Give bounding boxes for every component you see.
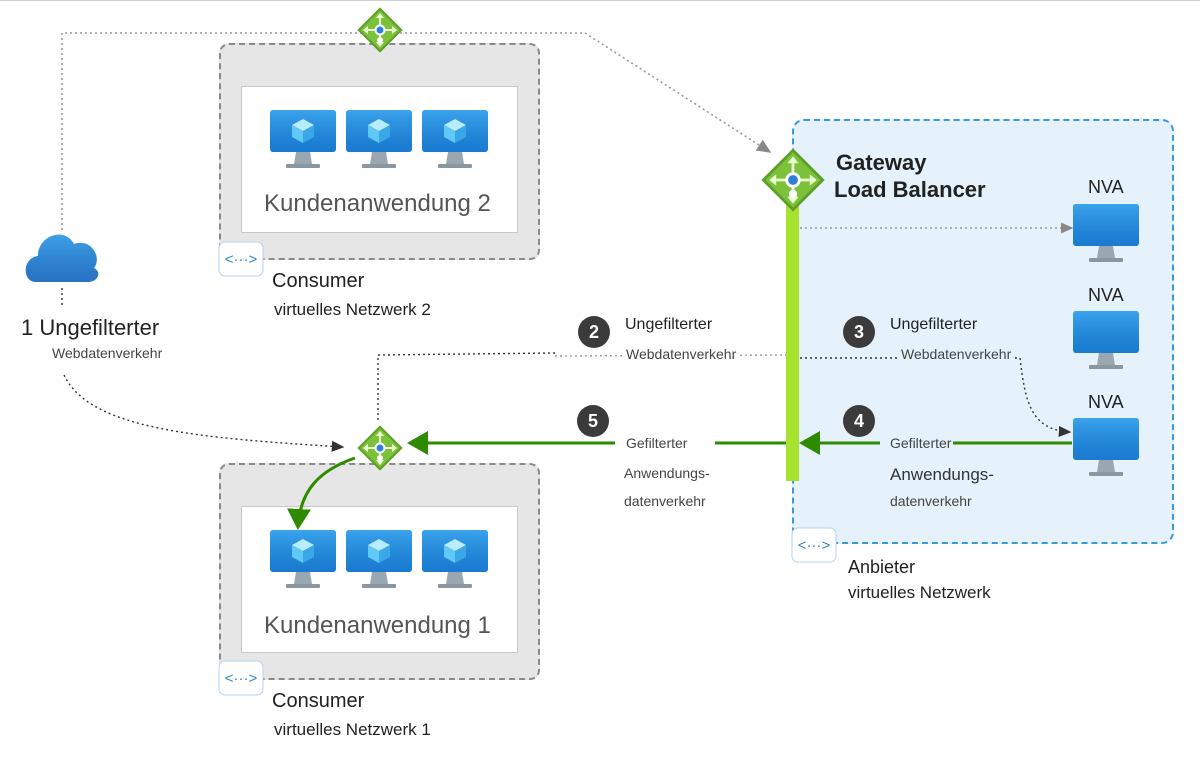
vnet-icon-provider: <···> xyxy=(791,527,837,563)
step3-sub: Webdatenverkehr xyxy=(898,346,1015,362)
nva-label-3: NVA xyxy=(1088,392,1124,412)
consumer2-vm-icons xyxy=(270,110,488,168)
gateway-load-balancer-icon xyxy=(759,146,827,214)
step2-badge: 2 xyxy=(578,316,610,348)
consumer2-title: Consumer xyxy=(272,270,365,292)
cloud-icon xyxy=(25,234,99,282)
consumer1-title: Consumer xyxy=(272,690,365,712)
step5-badge: 5 xyxy=(577,405,609,437)
step5-label: Gefilterter xyxy=(624,435,690,451)
step4-badge: 4 xyxy=(843,405,875,437)
step4-sub2: datenverkehr xyxy=(890,493,972,509)
step4-sub1: Anwendungs- xyxy=(890,465,994,484)
vnet-icon-consumer2: <···> xyxy=(218,241,264,277)
step1-label: 1 Ungefilterter xyxy=(21,315,160,340)
gateway-bar xyxy=(786,193,799,481)
step5-sub1: Anwendungs- xyxy=(624,465,710,481)
step5-sub2: datenverkehr xyxy=(624,493,706,509)
nva-label-2: NVA xyxy=(1088,285,1124,305)
route-filtered-return xyxy=(286,431,1072,530)
top-border xyxy=(0,0,1200,1)
consumer1-subtitle: virtuelles Netzwerk 1 xyxy=(274,720,431,739)
nva-vm-icons xyxy=(1073,204,1139,476)
nva-label-1: NVA xyxy=(1088,177,1124,197)
step2-sub: Webdatenverkehr xyxy=(623,346,740,362)
step3-label: Ungefilterter xyxy=(890,316,978,333)
step4-label: Gefilterter xyxy=(888,435,954,451)
step3-badge: 3 xyxy=(843,316,875,348)
step2-label: Ungefilterter xyxy=(625,316,713,333)
provider-title: Anbieter xyxy=(848,557,916,577)
svg-text:<···>: <···> xyxy=(225,251,258,268)
route-consumer1-to-gateway xyxy=(377,352,791,420)
consumer2-subtitle: virtuelles Netzwerk 2 xyxy=(274,300,431,319)
consumer2-app-label: Kundenanwendung 2 xyxy=(264,190,491,217)
gateway-title-line2: Load Balancer xyxy=(834,177,986,202)
vnet-icon-consumer1: <···> xyxy=(218,660,264,696)
load-balancer-icon-top xyxy=(356,6,404,54)
step1-sub: Webdatenverkehr xyxy=(52,345,163,361)
svg-text:<···>: <···> xyxy=(225,670,258,687)
consumer1-app-label: Kundenanwendung 1 xyxy=(264,612,491,639)
consumer1-vm-icons xyxy=(270,530,488,588)
gateway-title-line1: Gateway xyxy=(836,150,927,175)
provider-subtitle: virtuelles Netzwerk xyxy=(848,583,991,602)
load-balancer-icon-consumer1 xyxy=(356,424,404,472)
route-gateway-to-nva xyxy=(800,222,1074,438)
svg-text:<···>: <···> xyxy=(798,537,831,554)
